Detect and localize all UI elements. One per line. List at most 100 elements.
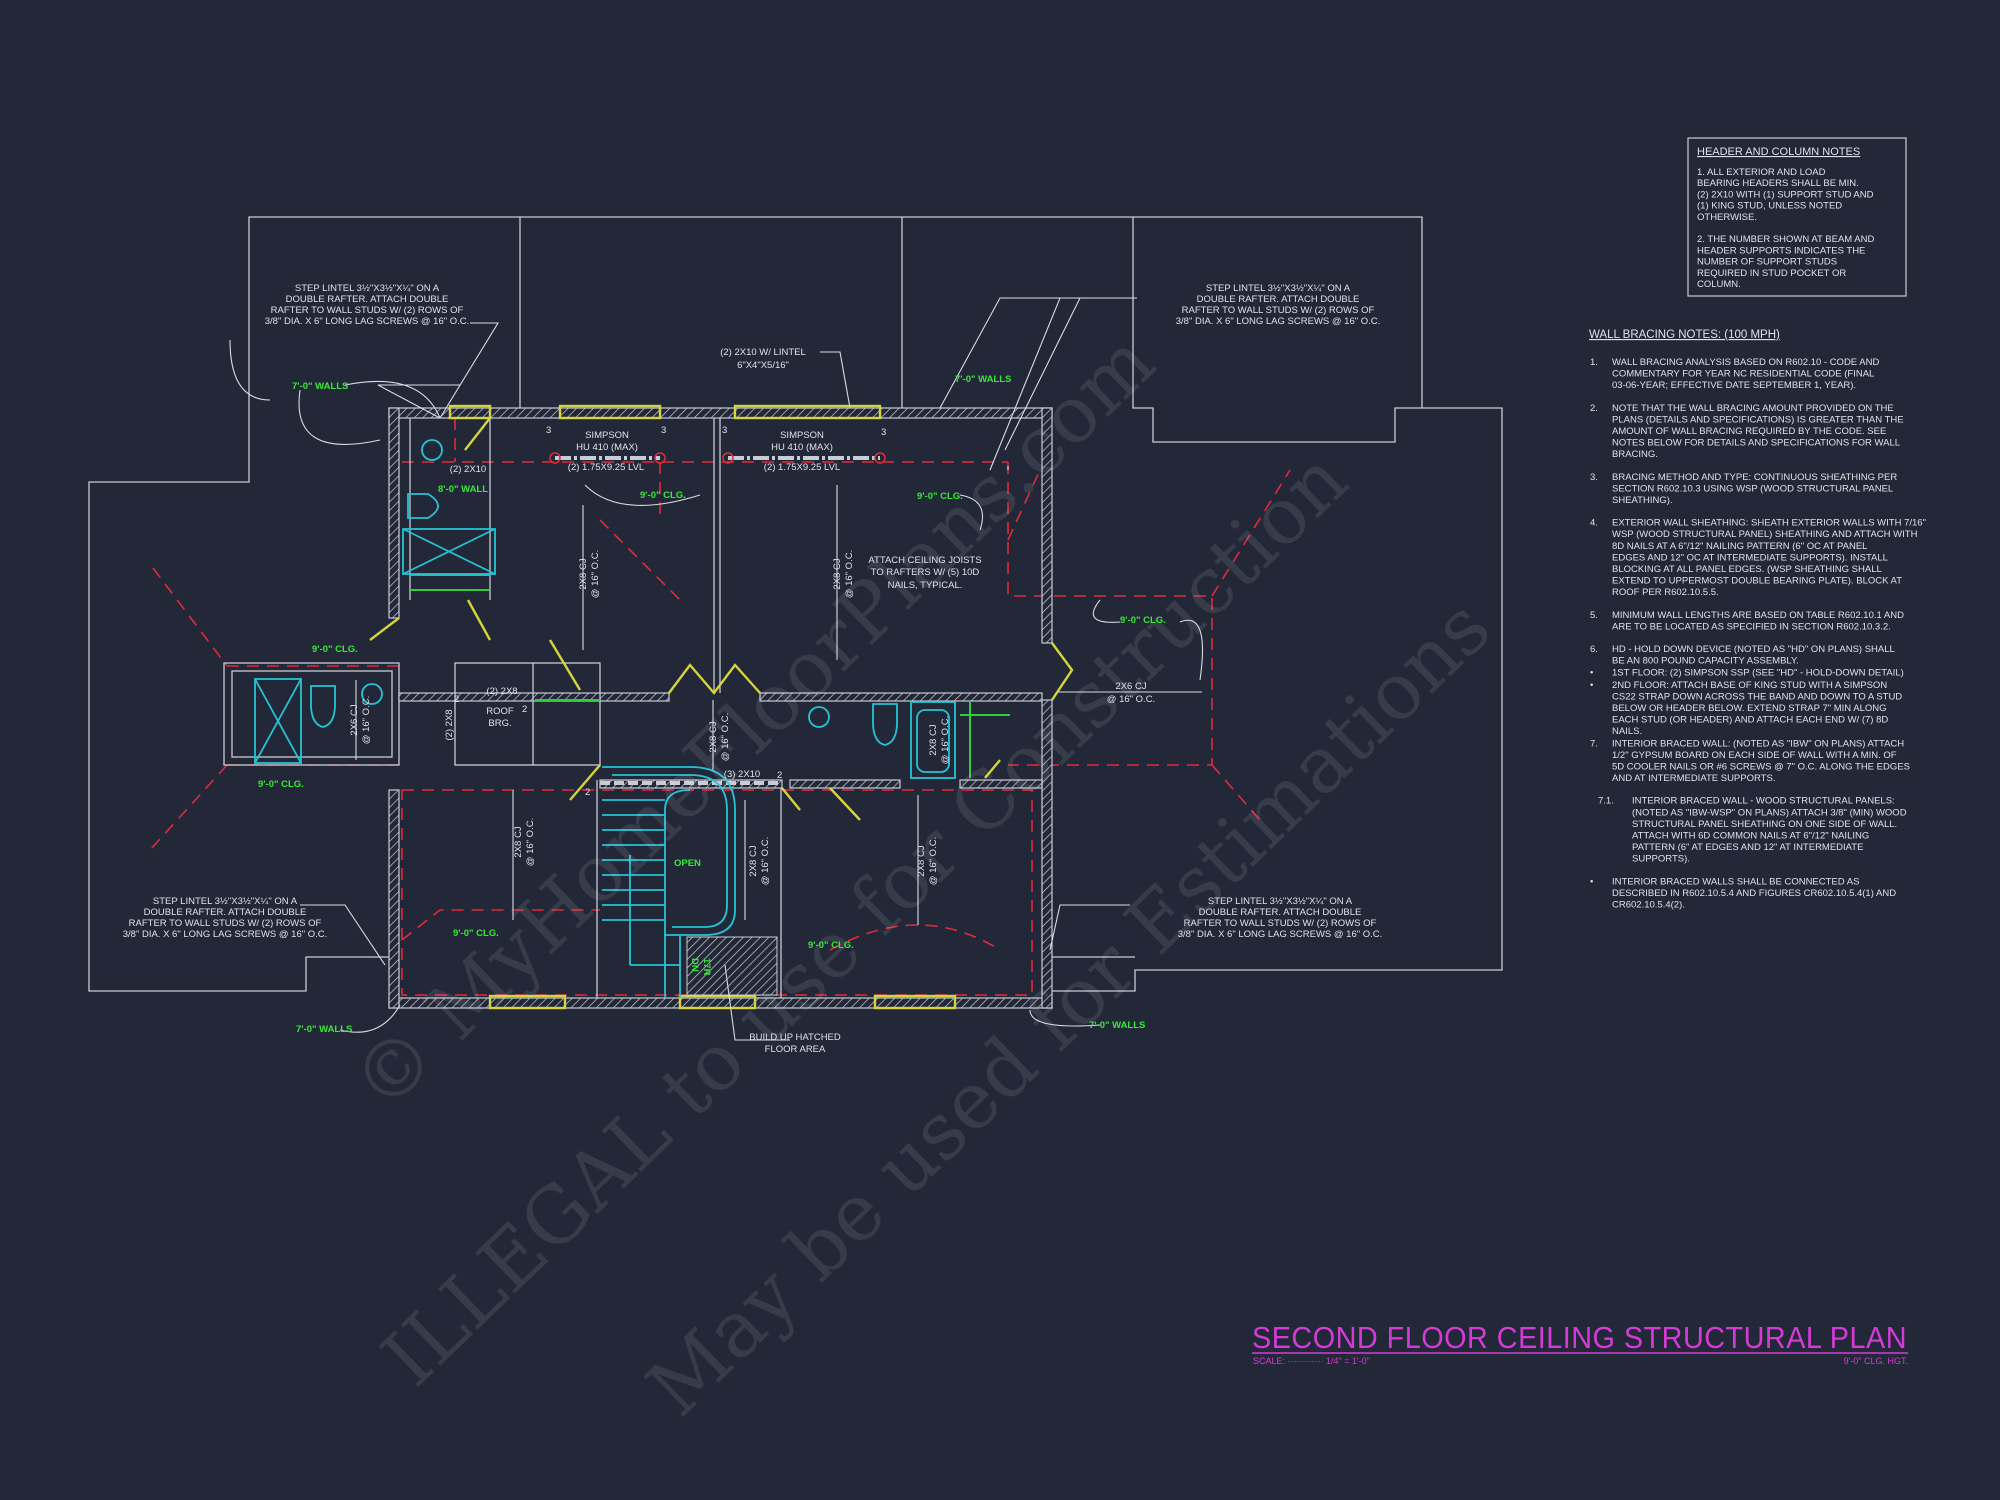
wall-height-label: 7'-0" WALLS (1089, 1020, 1145, 1031)
note-line: PATTERN (6" AT EDGES AND 12" AT INTERMED… (1632, 842, 1863, 853)
note-number: 1. (1590, 357, 1598, 368)
note-line: INTERIOR BRACED WALL: (NOTED AS "IBW" ON… (1612, 738, 1904, 749)
note-line: 1/2" GYPSUM BOARD ON EACH SIDE OF WALL W… (1612, 750, 1897, 761)
header-label: (2) 2x10 (450, 464, 486, 475)
note-line: BRACING METHOD AND TYPE: CONTINUOUS SHEA… (1612, 472, 1897, 483)
header-label: (2) 2x8 (486, 686, 517, 697)
step-lintel-note-line: STEP LINTEL 3½"x3½"x¼" ON A (295, 283, 440, 294)
ceiling-height-label: 9'-0" CLG. (917, 491, 963, 502)
note-number: 7.1. (1598, 796, 1614, 807)
joist-spacing-label: @ 16" O.C. (1107, 694, 1155, 705)
stud-count: 3 (722, 425, 727, 436)
joist-label: 2x8 CJ (748, 845, 759, 876)
note-line: INTERIOR BRACED WALLS SHALL BE CONNECTED… (1612, 876, 1859, 887)
wall-bracing-title: WALL BRACING NOTES: (100 MPH) (1589, 329, 1780, 341)
note-line: BRACING. (1612, 449, 1658, 460)
note-number: 7. (1590, 738, 1598, 749)
note-line: COMMENTARY FOR YEAR NC RESIDENTIAL CODE … (1612, 369, 1874, 380)
note-number: • (1590, 680, 1593, 691)
joist-spacing-label: @ 16" O.C. (720, 713, 731, 761)
attach-joists-note: ATTACH CEILING JOISTS (868, 555, 981, 566)
step-lintel-note-line: DOUBLE RAFTER. ATTACH DOUBLE (144, 907, 307, 918)
header-note-line: NUMBER OF SUPPORT STUDS (1697, 257, 1837, 268)
stud-count: 2 (585, 787, 590, 798)
note-line: WSP (WOOD STRUCTURAL PANEL) SHEATHING AN… (1612, 529, 1918, 540)
note-line: EDGES AND 12" OC AT INTERMEDIATE SUPPORT… (1612, 552, 1888, 563)
ceiling-height-label: 9'-0" CLG. (640, 490, 686, 501)
joist-spacing-label: @ 16" O.C. (361, 696, 372, 744)
note-line: 2ND FLOOR: ATTACH BASE OF KING STUD WITH… (1612, 680, 1887, 691)
hanger-label-right: HU 410 (MAX) (771, 442, 833, 453)
staircase (602, 766, 778, 998)
roof-bearing-label: BRG. (488, 718, 511, 729)
lintel-header-label: (2) 2x10 W/ LINTEL (720, 347, 806, 358)
roof-bearing-label: ROOF (486, 706, 514, 717)
stud-count: 2 (454, 694, 459, 705)
header-column-notes: HEADER AND COLUMN NOTES 1. ALL EXTERIOR … (1687, 137, 1907, 297)
note-number: 5. (1590, 610, 1598, 621)
step-lintel-note-line: RAFTER TO WALL STUDS W/ (2) ROWS OF (1184, 918, 1377, 929)
joist-spacing-label: @ 16" O.C. (760, 837, 771, 885)
stud-count: 3 (661, 425, 666, 436)
header-note-line: BEARING HEADERS SHALL BE MIN. (1697, 178, 1859, 189)
note-line: ATTACH WITH 6d COMMON NAILS AT 6"/12" NA… (1632, 831, 1869, 842)
step-lintel-note-line: 3/8" DIA. x 6" LONG LAG SCREWS @ 16" O.C… (123, 929, 328, 940)
joist-label: 2x8 CJ (578, 558, 589, 589)
note-line: STRUCTURAL PANEL SHEATHING ON ONE SIDE O… (1632, 819, 1897, 830)
joist-label: 2x6 CJ (349, 704, 360, 735)
beams (549, 452, 886, 785)
note-line: AMOUNT OF WALL BRACING REQUIRED BY THE C… (1612, 426, 1886, 437)
note-number: • (1590, 668, 1593, 679)
note-line: ROOF PER R602.10.5.5. (1612, 587, 1719, 598)
step-lintel-note-line: 3/8" DIA. x 6" LONG LAG SCREWS @ 16" O.C… (265, 316, 470, 327)
note-number: 2. (1590, 403, 1598, 414)
note-line: INTERIOR BRACED WALL - WOOD STRUCTURAL P… (1632, 796, 1895, 807)
step-lintel-note-line: STEP LINTEL 3½"x3½"x¼" ON A (1206, 283, 1351, 294)
note-line: NAILS. (1612, 726, 1642, 737)
note-line: CR602.10.5.4(2). (1612, 900, 1685, 911)
note-line: (NOTED AS "IBW-WSP" ON PLANS) ATTACH 3/8… (1632, 807, 1907, 818)
joist-spacing-label: @ 16" O.C. (940, 716, 951, 764)
step-lintel-note-line: RAFTER TO WALL STUDS W/ (2) ROWS OF (1182, 305, 1375, 316)
note-line: WALL BRACING ANALYSIS BASED ON R602.10 -… (1612, 357, 1879, 368)
note-line: 8d NAILS AT A 6"/12" NAILING PATTERN (6"… (1612, 541, 1867, 552)
wall-height-label: 7'-0" WALLS (955, 374, 1011, 385)
stud-count: 3 (546, 425, 551, 436)
header-label: (3) 2x10 (724, 769, 760, 780)
wall-height-label: 7'-0" WALLS (296, 1024, 352, 1035)
vertical-joist-labels: 2x8 CJ@ 16" O.C.2x8 CJ@ 16" O.C.2x6 CJ@ … (349, 550, 951, 885)
note-line: 1ST FLOOR: (2) SIMPSON SSP (SEE "HD" - H… (1612, 668, 1904, 679)
joist-label: 2x8 CJ (916, 845, 927, 876)
header-note-line: 1. ALL EXTERIOR AND LOAD (1697, 167, 1826, 178)
plumbing-fixtures (254, 439, 956, 779)
step-lintel-note-line: STEP LINTEL 3½"x3½"x¼" ON A (153, 896, 298, 907)
build-up-note: BUILD UP HATCHED (749, 1032, 841, 1043)
note-line: 5d COOLER NAILS OR #6 SCREWS @ 7" O.C. A… (1612, 762, 1910, 773)
joist-spacing-label: @ 16" O.C. (844, 550, 855, 598)
ceiling-height-label: 9'-0" CLG. (1120, 615, 1166, 626)
ceiling-height-label: 9'-0" CLG. (258, 779, 304, 790)
step-lintel-note-line: RAFTER TO WALL STUDS W/ (2) ROWS OF (129, 918, 322, 929)
note-line: EXTERIOR WALL SHEATHING: SHEATH EXTERIOR… (1612, 518, 1926, 529)
joist-spacing-label: @ 16" O.C. (525, 818, 536, 866)
ceiling-height-label: 9'-0" CLG. (453, 928, 499, 939)
joist-spacing-label: @ 16" O.C. (590, 550, 601, 598)
attach-joists-note: NAILS, TYPICAL. (888, 580, 963, 591)
header-notes-title: HEADER AND COLUMN NOTES (1697, 146, 1860, 158)
note-line: BLOCKING AT ALL PANEL EDGES. (WSP SHEATH… (1612, 564, 1882, 575)
note-line: CS22 STRAP DOWN ACROSS THE BAND AND DOWN… (1612, 691, 1902, 702)
note-line: 03-06-YEAR; EFFECTIVE DATE SEPTEMBER 1, … (1612, 380, 1856, 391)
attach-joists-note: TO RAFTERS W/ (5) 10d (871, 567, 980, 578)
note-line: ARE TO BE LOCATED AS SPECIFIED IN SECTIO… (1612, 621, 1891, 632)
lvl-label-left: (2) 1.75x9.25 LVL (568, 462, 644, 473)
step-lintel-note-line: DOUBLE RAFTER. ATTACH DOUBLE (1197, 294, 1360, 305)
windows (448, 404, 957, 1010)
header-note-line: 2. THE NUMBER SHOWN AT BEAM AND (1697, 234, 1875, 245)
roof-outline (88, 216, 1503, 992)
step-lintel-note-line: 3/8" DIA. x 6" LONG LAG SCREWS @ 16" O.C… (1178, 929, 1383, 940)
step-lintel-note-line: RAFTER TO WALL STUDS W/ (2) ROWS OF (271, 305, 464, 316)
